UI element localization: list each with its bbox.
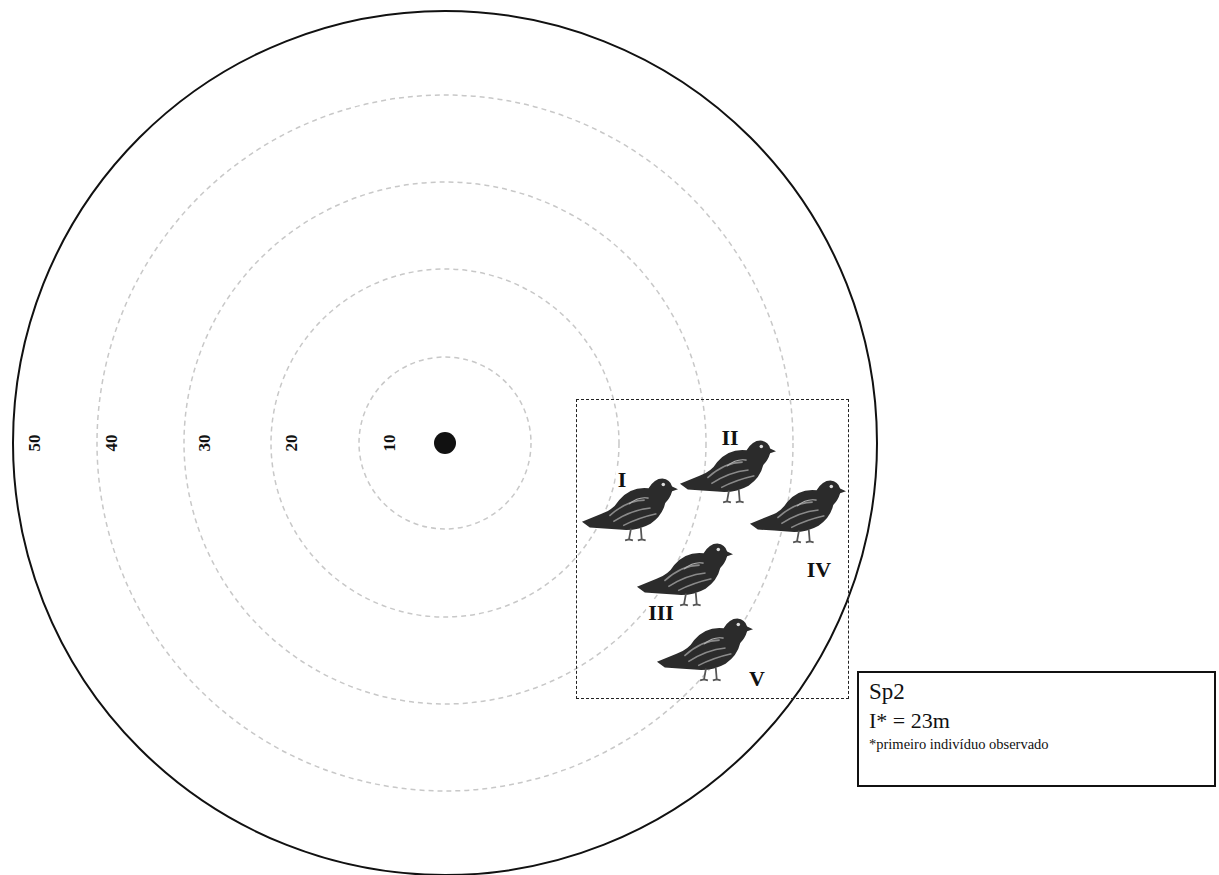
observer-point — [434, 432, 456, 454]
sighting-group-box: IIIIIIIVV — [576, 399, 849, 699]
individual-number: II — [719, 426, 740, 450]
ring-10 — [359, 357, 531, 529]
distance-rings — [13, 11, 877, 875]
ring-30 — [184, 182, 706, 704]
legend-box: Sp2 I* = 23m *primeiro indivíduo observado — [857, 671, 1216, 787]
footnote: *primeiro indivíduo observado — [867, 737, 1051, 753]
first-distance: I* = 23m — [867, 709, 952, 733]
ring-50 — [13, 11, 877, 875]
pigeon-icon — [657, 619, 753, 681]
distance-label: 40 — [103, 433, 122, 454]
individual-number: IV — [805, 558, 833, 582]
pigeon-icon — [637, 544, 733, 606]
individual-number: I — [616, 468, 629, 492]
distance-label: 30 — [196, 433, 215, 454]
distance-label: 50 — [26, 433, 45, 454]
individual-number: V — [747, 667, 767, 691]
distance-label: 10 — [381, 433, 400, 454]
ring-20 — [271, 269, 619, 617]
pigeon-icon — [582, 479, 678, 541]
ring-40 — [97, 95, 793, 791]
pigeon-icon — [750, 481, 846, 543]
individual-number: III — [646, 601, 676, 625]
species-name: Sp2 — [867, 679, 907, 704]
distance-label: 20 — [283, 433, 302, 454]
